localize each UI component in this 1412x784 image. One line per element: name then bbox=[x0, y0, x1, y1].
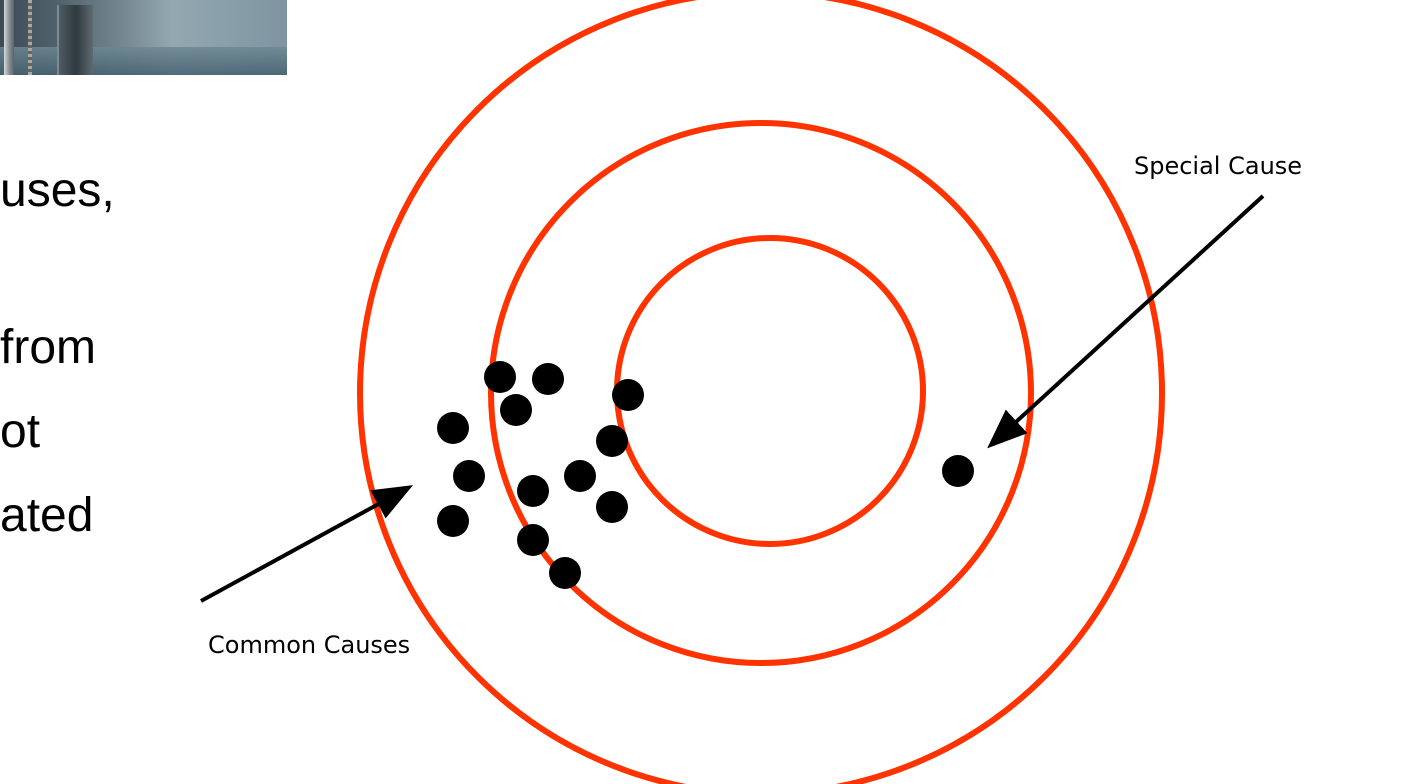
rope-icon bbox=[28, 0, 32, 75]
body-text-line-1: uses, bbox=[0, 164, 115, 217]
body-text-line-3: ot bbox=[0, 405, 41, 458]
common-cause-point bbox=[564, 460, 596, 492]
common-cause-point bbox=[484, 361, 516, 393]
special-cause-arrow bbox=[987, 194, 1265, 449]
middle-ring bbox=[488, 120, 1034, 666]
common-cause-point bbox=[453, 460, 485, 492]
common-causes-label: Common Causes bbox=[208, 631, 411, 659]
common-cause-point bbox=[437, 505, 469, 537]
common-causes-arrow bbox=[200, 485, 414, 603]
common-cause-point bbox=[596, 491, 628, 523]
common-cause-point bbox=[500, 394, 532, 426]
common-cause-point bbox=[517, 475, 549, 507]
harbor-photo bbox=[0, 0, 287, 75]
body-text-line-4: ated bbox=[0, 489, 94, 542]
special-cause-point bbox=[942, 455, 974, 487]
inner-ring bbox=[614, 235, 926, 547]
common-cause-points bbox=[437, 361, 644, 589]
common-cause-point bbox=[437, 412, 469, 444]
common-cause-point bbox=[596, 425, 628, 457]
pier-post bbox=[57, 5, 93, 75]
outer-ring bbox=[357, 0, 1165, 784]
special-cause-label: Special Cause bbox=[1134, 152, 1303, 180]
common-cause-point bbox=[532, 363, 564, 395]
common-cause-point bbox=[612, 379, 644, 411]
common-cause-point bbox=[517, 524, 549, 556]
pole bbox=[4, 0, 14, 75]
body-text-line-2: from bbox=[0, 321, 96, 374]
water-area bbox=[0, 47, 287, 75]
common-cause-point bbox=[549, 557, 581, 589]
